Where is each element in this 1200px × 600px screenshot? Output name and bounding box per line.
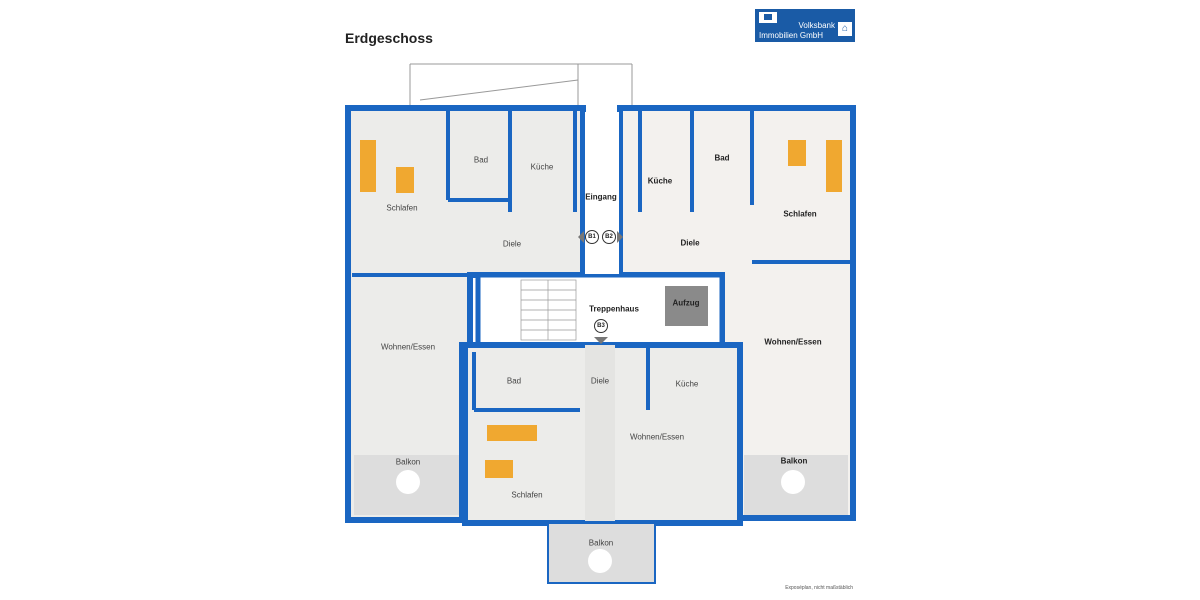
b3-arrow-icon: [594, 337, 608, 344]
room-label: Küche: [530, 162, 554, 172]
room-label: Treppenhaus: [589, 304, 639, 314]
room-label: Balkon: [395, 457, 421, 467]
elevator-shaft: [665, 286, 708, 326]
house-icon: ⌂: [838, 22, 852, 36]
b2-arrow-icon: [617, 231, 623, 243]
entrance-area: [585, 112, 619, 274]
room-label: Bad: [506, 376, 522, 386]
right-balcony-table: [781, 470, 805, 494]
room-label: Eingang: [585, 192, 617, 202]
room-label: Bad: [714, 153, 730, 163]
room-label: Wohnen/Essen: [764, 337, 822, 347]
inner-walls: [352, 110, 853, 455]
badge-b2: B2: [602, 230, 616, 244]
room-label: Küche: [647, 176, 673, 186]
room-label: Wohnen/Essen: [629, 432, 685, 442]
room-label: Wohnen/Essen: [380, 342, 436, 352]
footer-note: Exposéplan, nicht maßstäblich: [785, 585, 853, 591]
room-label: Schlafen: [511, 490, 543, 500]
room-label: Diele: [680, 238, 700, 248]
room-label: Balkon: [780, 456, 808, 466]
room-label: Schlafen: [783, 209, 817, 219]
beds: [360, 140, 842, 478]
badge-b3: B3: [594, 319, 608, 333]
room-label: Diele: [590, 376, 610, 386]
room-label: Diele: [502, 239, 522, 249]
stairs: [520, 279, 577, 341]
page-title: Erdgeschoss: [345, 30, 433, 46]
room-label: Küche: [675, 379, 699, 389]
room-label: Balkon: [588, 538, 614, 548]
badge-b1: B1: [585, 230, 599, 244]
volksbank-logo: Volksbank Immobilien GmbH ⌂: [755, 9, 855, 42]
left-balcony-table: [396, 470, 420, 494]
bottom-balcony-table: [588, 549, 612, 573]
room-label: Aufzug: [672, 298, 700, 308]
b1-arrow-icon: [578, 231, 584, 243]
entrance-canopy: [409, 63, 633, 108]
room-label: Bad: [473, 155, 489, 165]
logo-line2: Immobilien GmbH: [759, 31, 824, 40]
logo-line1: Volksbank: [798, 21, 835, 30]
room-label: Schlafen: [386, 203, 418, 213]
logo-mark-icon: [759, 12, 777, 23]
hall-floor: [585, 345, 615, 521]
